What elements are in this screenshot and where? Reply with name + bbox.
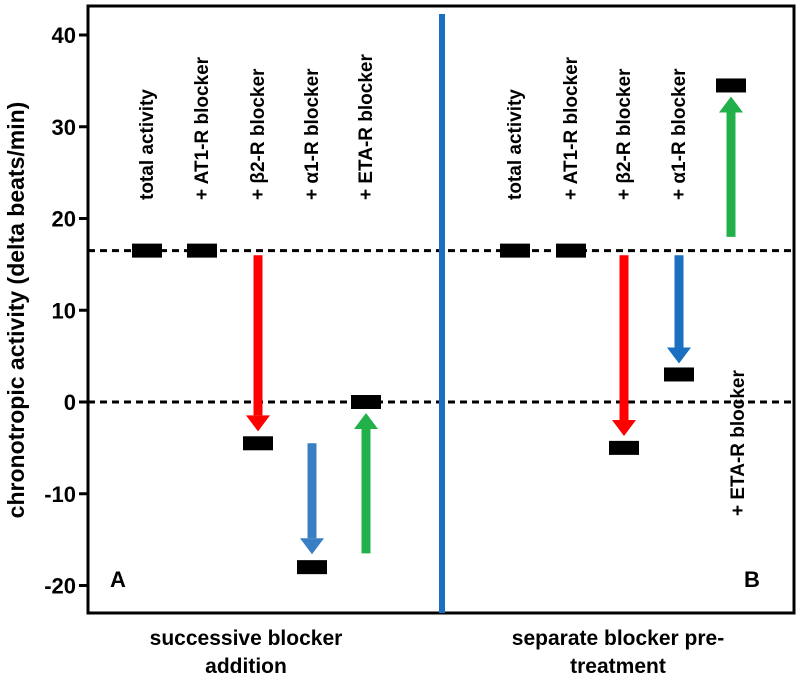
effect-arrow-head bbox=[667, 347, 691, 364]
data-point-marker bbox=[297, 560, 327, 575]
data-point-marker bbox=[664, 367, 694, 382]
data-point-marker bbox=[187, 243, 217, 258]
section-label: addition bbox=[205, 655, 287, 678]
effect-arrow-head bbox=[612, 419, 636, 436]
y-tick-label: 40 bbox=[52, 23, 76, 48]
category-label: + β2-R blocker bbox=[614, 68, 635, 200]
y-tick-label: 20 bbox=[52, 207, 76, 232]
panel-label: B bbox=[744, 567, 760, 592]
category-label: total activity bbox=[137, 89, 158, 200]
effect-arrow-head bbox=[354, 413, 378, 430]
category-label: + α1-R blocker bbox=[669, 68, 690, 200]
category-label: + AT1-R blocker bbox=[192, 56, 213, 200]
y-tick-label: 0 bbox=[64, 390, 76, 415]
y-tick-label: 10 bbox=[52, 298, 76, 323]
category-label: + α1-R blocker bbox=[302, 68, 323, 200]
y-tick-label: -20 bbox=[44, 574, 76, 599]
category-label: + AT1-R blocker bbox=[561, 56, 582, 200]
section-label: successive blocker bbox=[150, 627, 343, 650]
effect-arrow-head bbox=[300, 538, 324, 555]
effect-arrow-head bbox=[719, 96, 743, 113]
data-point-marker bbox=[609, 440, 639, 455]
panels: total activity + AT1-R blocker + β2-R bloc… bbox=[110, 54, 760, 678]
data-point-marker bbox=[243, 436, 273, 451]
data-point-marker bbox=[556, 243, 586, 258]
panel-A: total activity + AT1-R blocker + β2-R bloc… bbox=[110, 54, 381, 678]
panel-B: total activity + AT1-R blocker + β2-R bloc… bbox=[500, 56, 760, 678]
effect-arrow-head bbox=[246, 415, 270, 432]
category-label: + ETA-R blocker bbox=[728, 370, 749, 516]
y-tick-label: -10 bbox=[44, 482, 76, 507]
section-label: treatment bbox=[570, 655, 666, 678]
section-label: separate blocker pre- bbox=[512, 627, 724, 650]
y-axis: 40 30 20 10 0 -10 -20 bbox=[44, 23, 88, 599]
data-point-marker bbox=[132, 243, 162, 258]
data-point-marker bbox=[500, 243, 530, 258]
data-point-marker bbox=[351, 395, 381, 409]
y-tick-label: 30 bbox=[52, 115, 76, 140]
data-point-marker bbox=[716, 78, 746, 93]
category-label: + β2-R blocker bbox=[248, 68, 269, 200]
category-label: + ETA-R blocker bbox=[356, 54, 377, 200]
y-axis-label: chronotropic activity (delta beats/min) bbox=[3, 102, 29, 519]
category-label: total activity bbox=[505, 89, 526, 200]
panel-label: A bbox=[110, 567, 126, 592]
